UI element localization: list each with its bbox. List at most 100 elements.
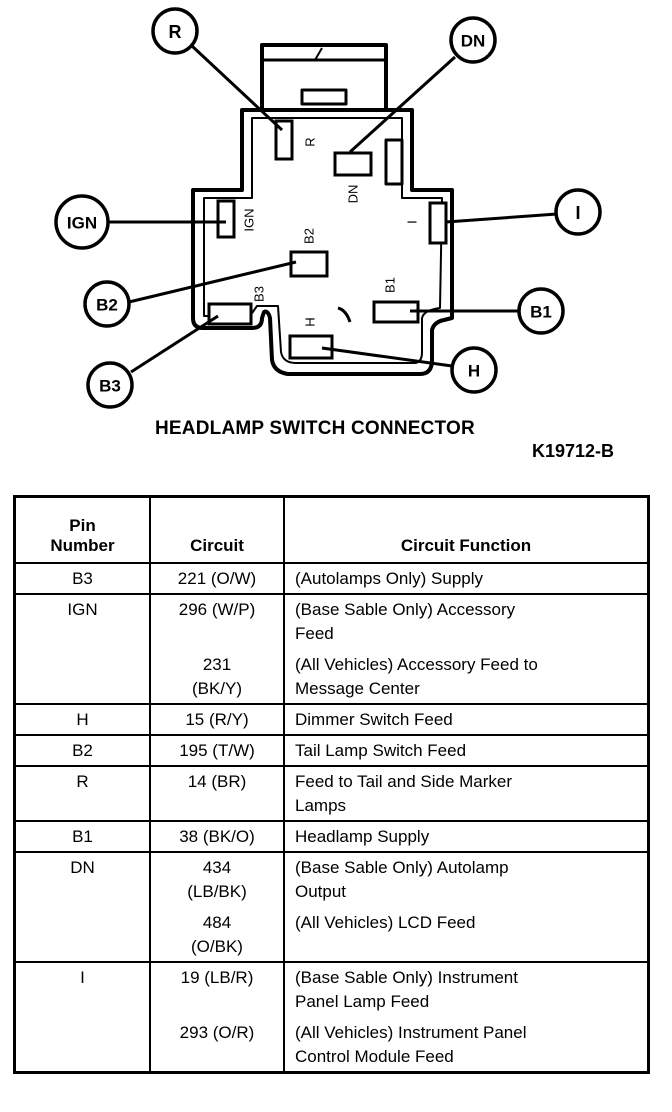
pin-label-h: H bbox=[303, 317, 318, 326]
cell-pin-number: H bbox=[13, 703, 151, 736]
circuit-line: (BK/Y) bbox=[191, 679, 243, 698]
cell-circuit: 221 (O/W) bbox=[149, 562, 285, 595]
function-entry: (Autolamps Only) Supply bbox=[295, 564, 647, 593]
circuit-entry: 14 (BR) bbox=[151, 767, 283, 820]
leader-line-b2 bbox=[128, 260, 297, 304]
connector-diagram: R DN IGN I B2 B1 B3 H R DN IGN I B2 B3 B… bbox=[54, 7, 602, 409]
pin-label-b3: B3 bbox=[252, 286, 267, 302]
cell-circuit-function: (Autolamps Only) Supply bbox=[283, 562, 650, 595]
cell-pin-number: B2 bbox=[13, 734, 151, 767]
cell-pin-number: B1 bbox=[13, 820, 151, 853]
diagram-title: HEADLAMP SWITCH CONNECTOR bbox=[155, 418, 475, 439]
circuit-entry: 231(BK/Y) bbox=[151, 648, 283, 703]
callout-label-ign: IGN bbox=[67, 214, 97, 233]
function-entry: (All Vehicles) LCD Feed bbox=[295, 906, 647, 961]
header-circuit: Circuit bbox=[149, 495, 285, 564]
cell-circuit: 14 (BR) bbox=[149, 765, 285, 822]
circuit-entry: 221 (O/W) bbox=[151, 564, 283, 593]
cell-circuit-function: Headlamp Supply bbox=[283, 820, 650, 853]
pin-socket-b2 bbox=[289, 250, 329, 278]
callout-label-dn: DN bbox=[461, 32, 486, 51]
circuit-entry: 293 (O/R) bbox=[151, 1016, 283, 1071]
function-entry: Dimmer Switch Feed bbox=[295, 705, 647, 734]
function-line: Headlamp Supply bbox=[295, 827, 430, 846]
leader-line-h bbox=[321, 346, 453, 368]
cell-circuit: 434(LB/BK) 484 (O/BK) bbox=[149, 851, 285, 963]
circuit-entry: 296 (W/P) bbox=[151, 595, 283, 648]
function-line bbox=[295, 935, 647, 959]
function-entry: Headlamp Supply bbox=[295, 822, 647, 851]
connector-locking-tab bbox=[260, 43, 388, 110]
header-circuit-function: Circuit Function bbox=[283, 495, 650, 564]
connector-body-outline bbox=[191, 108, 454, 376]
callout-label-b1: B1 bbox=[530, 303, 552, 322]
function-line: Output bbox=[295, 882, 347, 901]
cell-circuit-function: Dimmer Switch Feed bbox=[283, 703, 650, 736]
pin-socket-i bbox=[428, 201, 448, 245]
callout-dn bbox=[449, 16, 497, 64]
pin-label-dn: DN bbox=[346, 185, 361, 204]
circuit-line bbox=[151, 990, 283, 1014]
circuit-entry: 434(LB/BK) bbox=[151, 853, 283, 906]
function-line: Dimmer Switch Feed bbox=[295, 710, 453, 729]
function-line: (All Vehicles) Accessory Feed to bbox=[295, 655, 538, 674]
function-line: (All Vehicles) Instrument Panel bbox=[295, 1023, 527, 1042]
cell-pin-number: I bbox=[13, 961, 151, 1074]
figure-id: K19712-B bbox=[532, 441, 615, 461]
function-line: (Base Sable Only) Accessory bbox=[295, 600, 516, 619]
callout-r bbox=[151, 7, 199, 55]
callout-i bbox=[554, 188, 602, 236]
pin-label-i: I bbox=[405, 220, 420, 224]
table-row: H 15 (R/Y) Dimmer Switch Feed bbox=[13, 703, 650, 736]
circuit-line: 38 (BK/O) bbox=[179, 827, 255, 846]
leader-line-b3 bbox=[130, 314, 219, 374]
pin-label-b1: B1 bbox=[383, 277, 398, 293]
cell-circuit-function: Tail Lamp Switch Feed bbox=[283, 734, 650, 767]
circuit-line: (O/BK) bbox=[191, 937, 243, 956]
function-line: Panel Lamp Feed bbox=[295, 992, 430, 1011]
cell-circuit: 195 (T/W) bbox=[149, 734, 285, 767]
header-pin-line2: Number bbox=[50, 536, 115, 555]
circuit-line bbox=[151, 794, 283, 818]
cell-pin-number: R bbox=[13, 765, 151, 822]
pin-label-r: R bbox=[303, 137, 318, 146]
function-line: Tail Lamp Switch Feed bbox=[295, 741, 467, 760]
callout-label-r: R bbox=[169, 22, 182, 42]
circuit-entry: 195 (T/W) bbox=[151, 736, 283, 765]
circuit-line: 15 (R/Y) bbox=[185, 710, 249, 729]
function-line: (Base Sable Only) Autolamp bbox=[295, 858, 509, 877]
circuit-line: 221 (O/W) bbox=[177, 569, 257, 588]
circuit-entry: 38 (BK/O) bbox=[151, 822, 283, 851]
cell-circuit: 19 (LB/R) 293 (O/R) bbox=[149, 961, 285, 1074]
leader-line-i bbox=[445, 212, 558, 224]
pin-socket-dn bbox=[333, 151, 373, 177]
cell-circuit: 15 (R/Y) bbox=[149, 703, 285, 736]
circuit-entry: 15 (R/Y) bbox=[151, 705, 283, 734]
circuit-line bbox=[151, 622, 283, 646]
callout-b1 bbox=[517, 287, 565, 335]
function-line: (Base Sable Only) Instrument bbox=[295, 968, 518, 987]
callout-b3 bbox=[86, 361, 134, 409]
circuit-entry: 19 (LB/R) bbox=[151, 963, 283, 1016]
pin-label-ign: IGN bbox=[242, 208, 257, 231]
cell-circuit: 38 (BK/O) bbox=[149, 820, 285, 853]
leader-line-r bbox=[190, 44, 284, 132]
table-header-row: Pin Number Circuit Circuit Function bbox=[13, 495, 650, 564]
circuit-line: 484 bbox=[202, 913, 232, 932]
cell-circuit: 296 (W/P) 231(BK/Y) bbox=[149, 593, 285, 705]
function-line: (All Vehicles) LCD Feed bbox=[295, 913, 476, 932]
